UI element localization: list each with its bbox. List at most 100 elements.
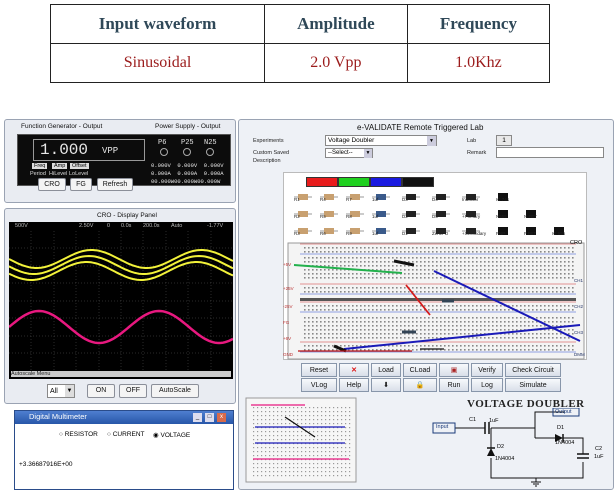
breadboard-hole[interactable] [436,305,438,307]
breadboard-hole[interactable] [308,273,310,275]
breadboard-hole[interactable] [360,277,362,279]
breadboard-hole[interactable] [368,287,370,289]
breadboard-hole[interactable] [532,251,534,253]
breadboard-hole[interactable] [556,337,558,339]
breadboard-hole[interactable] [436,269,438,271]
breadboard-hole[interactable] [400,251,402,253]
experiment-select[interactable]: Voltage Doubler ▼ [325,135,437,146]
breadboard-hole[interactable] [536,305,538,307]
breadboard-hole[interactable] [544,333,546,335]
breadboard-hole[interactable] [468,329,470,331]
breadboard-hole[interactable] [476,265,478,267]
breadboard-hole[interactable] [324,325,326,327]
breadboard-hole[interactable] [548,305,550,307]
breadboard-hole[interactable] [516,257,518,259]
breadboard-hole[interactable] [464,349,466,351]
breadboard-hole[interactable] [564,273,566,275]
breadboard-hole[interactable] [332,321,334,323]
download-icon[interactable]: ⬇ [371,378,401,392]
breadboard-hole[interactable] [528,309,530,311]
breadboard-hole[interactable] [568,291,570,293]
supply-knob-p25[interactable] [183,148,191,156]
breadboard-hole[interactable] [372,329,374,331]
breadboard-hole[interactable] [424,257,426,259]
breadboard-hole[interactable] [320,265,322,267]
breadboard-hole[interactable] [420,349,422,351]
breadboard-hole[interactable] [472,247,474,249]
breadboard-hole[interactable] [564,317,566,319]
breadboard-hole[interactable] [464,291,466,293]
breadboard-hole[interactable] [316,277,318,279]
breadboard-hole[interactable] [524,317,526,319]
breadboard-hole[interactable] [388,273,390,275]
breadboard-hole[interactable] [484,329,486,331]
breadboard-hole[interactable] [492,345,494,347]
component-diode-d1[interactable] [393,259,415,267]
breadboard-hole[interactable] [508,321,510,323]
breadboard-hole[interactable] [464,257,466,259]
breadboard-hole[interactable] [364,287,366,289]
breadboard-hole[interactable] [568,261,570,263]
breadboard-hole[interactable] [428,291,430,293]
breadboard-hole[interactable] [328,349,330,351]
breadboard-hole[interactable] [320,269,322,271]
breadboard-hole[interactable] [568,333,570,335]
breadboard-hole[interactable] [528,291,530,293]
component-icon[interactable] [350,211,360,217]
breadboard-hole[interactable] [432,325,434,327]
breadboard-hole[interactable] [340,261,342,263]
breadboard-hole[interactable] [336,321,338,323]
breadboard-hole[interactable] [432,273,434,275]
breadboard-hole[interactable] [496,321,498,323]
breadboard-hole[interactable] [316,273,318,275]
breadboard-hole[interactable] [468,265,470,267]
breadboard-hole[interactable] [452,277,454,279]
breadboard-hole[interactable] [564,337,566,339]
component-diode-d2[interactable] [333,344,347,353]
breadboard-hole[interactable] [528,305,530,307]
breadboard-hole[interactable] [504,251,506,253]
breadboard-hole[interactable] [484,265,486,267]
breadboard-hole[interactable] [468,247,470,249]
breadboard-hole[interactable] [404,337,406,339]
breadboard-hole[interactable] [348,261,350,263]
breadboard-hole[interactable] [476,317,478,319]
breadboard-hole[interactable] [556,247,558,249]
breadboard-hole[interactable] [556,309,558,311]
breadboard-hole[interactable] [316,309,318,311]
breadboard-hole[interactable] [328,333,330,335]
breadboard-hole[interactable] [352,325,354,327]
breadboard-hole[interactable] [456,277,458,279]
breadboard-hole[interactable] [552,247,554,249]
breadboard-hole[interactable] [324,277,326,279]
breadboard-hole[interactable] [384,305,386,307]
breadboard-hole[interactable] [400,337,402,339]
breadboard-hole[interactable] [324,333,326,335]
breadboard-hole[interactable] [428,247,430,249]
breadboard-hole[interactable] [324,273,326,275]
breadboard-hole[interactable] [560,349,562,351]
breadboard-hole[interactable] [536,261,538,263]
breadboard-hole[interactable] [396,257,398,259]
breadboard-hole[interactable] [440,309,442,311]
breadboard-hole[interactable] [432,337,434,339]
breadboard-hole[interactable] [500,349,502,351]
breadboard-hole[interactable] [540,265,542,267]
breadboard-hole[interactable] [432,277,434,279]
breadboard-hole[interactable] [320,251,322,253]
breadboard-hole[interactable] [324,257,326,259]
breadboard-hole[interactable] [544,287,546,289]
breadboard-hole[interactable] [488,277,490,279]
breadboard-hole[interactable] [352,265,354,267]
breadboard-hole[interactable] [556,269,558,271]
breadboard-hole[interactable] [348,321,350,323]
breadboard-hole[interactable] [376,333,378,335]
breadboard-hole[interactable] [340,273,342,275]
breadboard-hole[interactable] [404,317,406,319]
breadboard-hole[interactable] [480,329,482,331]
breadboard-hole[interactable] [572,305,574,307]
breadboard-hole[interactable] [416,317,418,319]
breadboard-hole[interactable] [440,345,442,347]
breadboard-hole[interactable] [344,305,346,307]
component-icon[interactable] [406,211,416,217]
